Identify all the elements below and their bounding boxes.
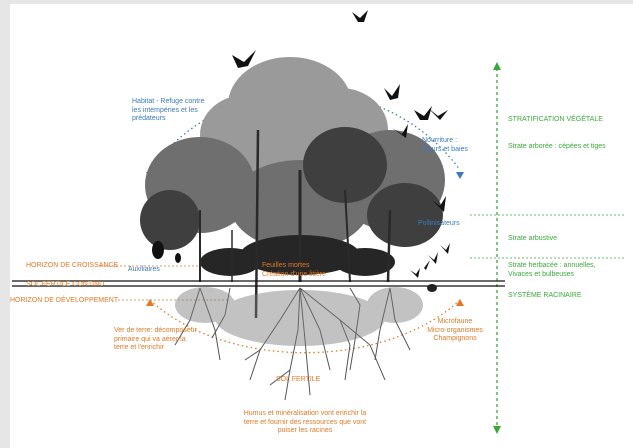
arrow-up-icon	[493, 62, 501, 70]
soil-fertile-label: SOL FERTILE	[276, 376, 321, 383]
arrow-icon	[146, 299, 154, 306]
cycle-arc-bottom	[149, 299, 461, 354]
bird-icon	[232, 10, 450, 278]
herbaceous-stratum-label: Strate herbacée : annuelles, Vivaces et …	[508, 262, 596, 278]
stratification-label: STRATIFICATION VÉGÉTALE	[508, 116, 603, 123]
humus-label: Humus et minéralisation vont enrichir la…	[243, 410, 367, 434]
beetle-icon	[152, 241, 181, 263]
root-dense	[175, 287, 423, 346]
development-horizon-label: HORIZON DE DÉVELOPPEMENT	[10, 297, 119, 304]
arrow-icon	[456, 172, 464, 179]
left-border	[0, 0, 10, 448]
food-label: Nourriture : Fleurs et baies	[422, 137, 468, 153]
growth-horizon-label: HORIZON DE CROISSANCE	[26, 262, 119, 269]
dead-leaves-label: Feuilles mortes Création d'une litière	[262, 262, 326, 278]
habitat-label: Habitat - Refuge contre les intempéries …	[132, 98, 205, 122]
earthworm-label: Ver de terre: décomposeur primaire qui v…	[114, 327, 197, 351]
arrow-down-icon	[493, 426, 501, 434]
auxiliaries-label: Auxiliaires	[128, 266, 160, 273]
tree-canopy-front	[140, 127, 443, 250]
arrow-icon	[456, 299, 464, 306]
snail-icon	[427, 284, 437, 292]
top-border	[0, 0, 633, 4]
microfauna-label: Microfaune Micro-organismes Champignons	[427, 318, 483, 342]
tree-trunks	[199, 129, 392, 319]
pollinators-label: Pollinisateurs	[418, 220, 460, 227]
root-system	[174, 287, 411, 401]
tree-stratum-label: Strate arborée : cépées et tiges	[508, 143, 606, 150]
root-system-label: SYSTÈME RACINAIRE	[508, 292, 582, 299]
shrub-stratum-label: Strate arbustive	[508, 235, 558, 242]
fertile-soil-label: SOL FERTILE CONTINU	[26, 281, 105, 288]
